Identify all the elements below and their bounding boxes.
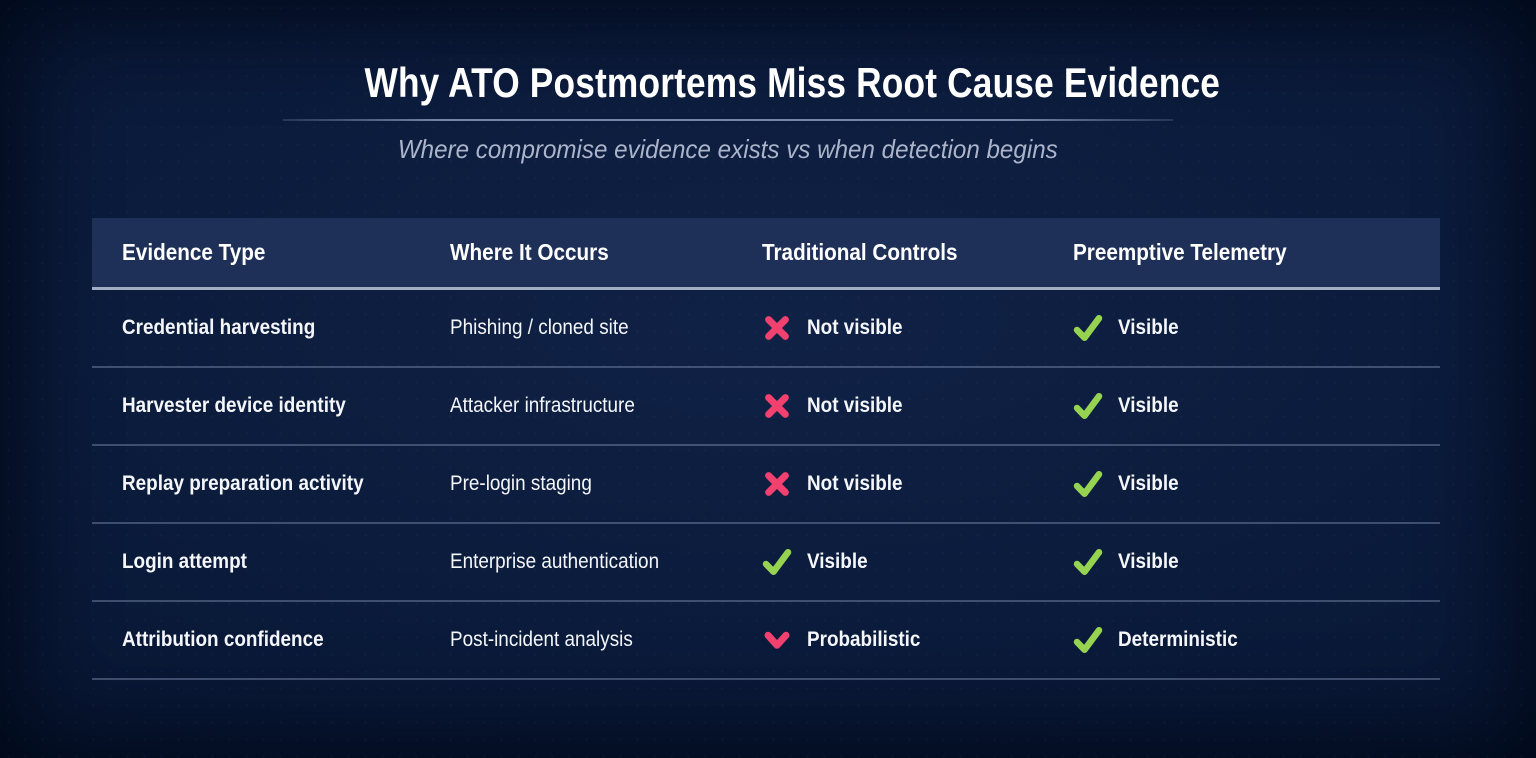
- where-it-occurs-label: Attacker infrastructure: [449, 394, 635, 417]
- where-it-occurs-cell: Phishing / cloned site: [420, 316, 732, 340]
- table-row: Attribution confidence Post-incident ana…: [92, 602, 1440, 680]
- where-it-occurs-cell: Attacker infrastructure: [420, 394, 732, 418]
- evidence-type-cell: Harvester device identity: [92, 394, 420, 418]
- where-it-occurs-cell: Enterprise authentication: [420, 550, 732, 574]
- evidence-type-label: Attribution confidence: [122, 628, 324, 651]
- where-it-occurs-label: Phishing / cloned site: [449, 316, 629, 339]
- table-row: Harvester device identity Attacker infra…: [92, 368, 1440, 446]
- column-header-label: Preemptive Telemetry: [1072, 239, 1287, 265]
- status-label: Not visible: [807, 472, 903, 495]
- status-label: Not visible: [807, 316, 903, 339]
- column-header-evidence-type: Evidence Type: [92, 239, 420, 266]
- table-body: Credential harvesting Phishing / cloned …: [92, 290, 1440, 680]
- status-label: Visible: [1117, 394, 1179, 417]
- check-icon: [1073, 547, 1103, 577]
- table-header-row: Evidence Type Where It Occurs Traditiona…: [92, 218, 1440, 290]
- traditional-controls-cell: Not visible: [732, 391, 1043, 421]
- preemptive-telemetry-cell: Visible: [1043, 313, 1440, 343]
- cross-icon: [762, 469, 792, 499]
- traditional-controls-cell: Not visible: [732, 313, 1043, 343]
- table-row: Login attempt Enterprise authentication …: [92, 524, 1440, 602]
- status-label: Visible: [1117, 472, 1179, 495]
- traditional-controls-cell: Probabilistic: [732, 625, 1043, 655]
- cross-icon: [762, 313, 792, 343]
- status-label: Visible: [1117, 316, 1179, 339]
- table-row: Credential harvesting Phishing / cloned …: [92, 290, 1440, 368]
- status-label: Visible: [807, 550, 868, 573]
- evidence-type-label: Login attempt: [122, 550, 247, 573]
- title-divider: [283, 119, 1173, 121]
- preemptive-telemetry-cell: Deterministic: [1043, 625, 1440, 655]
- check-icon: [1073, 391, 1103, 421]
- where-it-occurs-cell: Post-incident analysis: [420, 628, 732, 652]
- column-header-label: Where It Occurs: [449, 239, 609, 265]
- page-subtitle-wrap: Where compromise evidence exists vs when…: [283, 134, 1173, 164]
- check-icon: [1073, 469, 1103, 499]
- cross-icon: [762, 391, 792, 421]
- check-icon: [1073, 625, 1103, 655]
- evidence-type-cell: Replay preparation activity: [92, 472, 420, 496]
- check-icon: [762, 547, 792, 577]
- evidence-type-cell: Credential harvesting: [92, 316, 420, 340]
- evidence-type-cell: Login attempt: [92, 550, 420, 574]
- evidence-type-label: Replay preparation activity: [122, 472, 364, 495]
- column-header-where-it-occurs: Where It Occurs: [420, 239, 732, 266]
- where-it-occurs-cell: Pre-login staging: [420, 472, 732, 496]
- table-row: Replay preparation activity Pre-login st…: [92, 446, 1440, 524]
- column-header-traditional-controls: Traditional Controls: [732, 239, 1043, 266]
- preemptive-telemetry-cell: Visible: [1043, 391, 1440, 421]
- where-it-occurs-label: Pre-login staging: [449, 472, 592, 495]
- status-label: Deterministic: [1117, 628, 1238, 651]
- preemptive-telemetry-cell: Visible: [1043, 547, 1440, 577]
- check-icon: [1073, 313, 1103, 343]
- column-header-label: Evidence Type: [122, 239, 266, 265]
- evidence-type-label: Harvester device identity: [122, 394, 346, 417]
- status-label: Visible: [1117, 550, 1179, 573]
- traditional-controls-cell: Visible: [732, 547, 1043, 577]
- comparison-table: Evidence Type Where It Occurs Traditiona…: [92, 218, 1440, 680]
- title-block: Why ATO Postmortems Miss Root Cause Evid…: [283, 60, 1220, 164]
- where-it-occurs-label: Post-incident analysis: [449, 628, 633, 651]
- page-title: Why ATO Postmortems Miss Root Cause Evid…: [364, 59, 1221, 106]
- status-label: Probabilistic: [807, 628, 921, 651]
- evidence-type-cell: Attribution confidence: [92, 628, 420, 652]
- status-label: Not visible: [807, 394, 903, 417]
- column-header-label: Traditional Controls: [762, 239, 958, 265]
- chevron-down-icon: [762, 625, 792, 655]
- page-title-wrap: Why ATO Postmortems Miss Root Cause Evid…: [283, 60, 1219, 106]
- column-header-preemptive-telemetry: Preemptive Telemetry: [1043, 239, 1440, 266]
- where-it-occurs-label: Enterprise authentication: [449, 550, 660, 573]
- preemptive-telemetry-cell: Visible: [1043, 469, 1440, 499]
- evidence-type-label: Credential harvesting: [122, 316, 316, 339]
- page-subtitle: Where compromise evidence exists vs when…: [398, 134, 1058, 164]
- traditional-controls-cell: Not visible: [732, 469, 1043, 499]
